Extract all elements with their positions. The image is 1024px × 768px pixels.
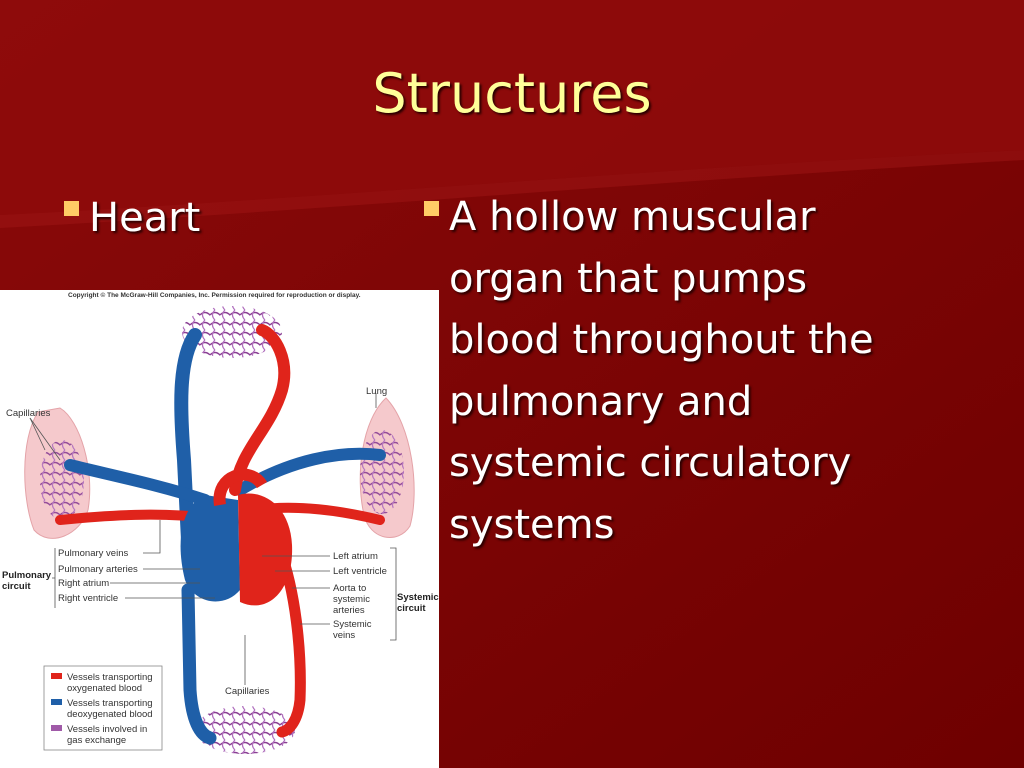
label-right-ventricle: Right ventricle: [58, 593, 118, 604]
left-lung-capillaries: [40, 440, 84, 520]
label-pulmonary-circuit-2: circuit: [2, 581, 31, 592]
label-systemic-circuit-1: Systemic: [397, 592, 439, 603]
legend-swatch-deoxygenated: [51, 699, 62, 705]
superior-vena-cava: [174, 328, 202, 547]
definition-line: blood throughout the: [449, 317, 874, 363]
circulation-diagram-svg: Copyright © The McGraw-Hill Companies, I…: [2, 291, 439, 754]
inferior-vena-cava: [181, 583, 217, 745]
heart-right-side: [180, 495, 240, 602]
label-right-atrium: Right atrium: [58, 578, 109, 589]
definition-line: pulmonary and: [449, 378, 753, 425]
right-lung-capillaries: [360, 430, 404, 514]
label-leader-lines: [29, 393, 397, 685]
slide-title: Structures: [372, 62, 652, 125]
label-systemic-veins-1: Systemic: [333, 619, 372, 630]
label-pulmonary-circuit-1: Pulmonary: [2, 570, 52, 581]
legend-swatch-oxygenated: [51, 673, 62, 679]
legend-text: deoxygenated blood: [67, 709, 153, 720]
bullet-text: Heart: [89, 195, 201, 241]
legend-swatch-gas-exchange: [51, 725, 62, 731]
label-aorta-2: systemic: [333, 594, 370, 605]
legend-text: oxygenated blood: [67, 683, 142, 694]
lower-capillary-bed: [195, 706, 295, 754]
label-lung: Lung: [366, 386, 387, 397]
aortic-arch: [213, 468, 268, 506]
copyright-notice: Copyright © The McGraw-Hill Companies, I…: [68, 291, 361, 299]
bullet-text: A hollow muscular organ that pumps blood…: [449, 187, 874, 556]
bullet-square-icon: [64, 201, 79, 216]
label-left-ventricle: Left ventricle: [333, 566, 387, 577]
legend-text: Vessels transporting: [67, 672, 153, 683]
pulmonary-artery-left: [64, 459, 211, 506]
upper-capillary-bed: [182, 306, 282, 358]
label-pulmonary-arteries: Pulmonary arteries: [58, 564, 138, 575]
bullet-heart: Heart: [64, 187, 200, 249]
heart-left-side: [238, 493, 293, 606]
aorta-up: [229, 324, 291, 496]
label-aorta-3: arteries: [333, 605, 365, 616]
label-capillaries-top: Capillaries: [6, 408, 51, 419]
label-aorta-1: Aorta to: [333, 583, 366, 594]
diagram-legend: Vessels transporting oxygenated blood Ve…: [43, 665, 163, 751]
label-left-atrium: Left atrium: [333, 551, 378, 562]
definition-line: systemic circulatory: [449, 440, 852, 486]
definition-line: A hollow muscular: [449, 194, 816, 240]
bullet-square-icon: [424, 201, 439, 216]
legend-text: gas exchange: [67, 735, 126, 746]
circulation-diagram: Copyright © The McGraw-Hill Companies, I…: [0, 290, 439, 768]
definition-line: systems: [449, 501, 615, 548]
legend-text: Vessels transporting: [67, 698, 153, 709]
label-capillaries-bottom: Capillaries: [225, 686, 270, 697]
definition-line: organ that pumps: [449, 255, 808, 302]
label-systemic-veins-2: veins: [333, 630, 355, 641]
label-systemic-circuit-2: circuit: [397, 603, 426, 614]
label-pulmonary-veins: Pulmonary veins: [58, 548, 128, 559]
legend-text: Vessels involved in: [67, 724, 147, 735]
bullet-definition: A hollow muscular organ that pumps blood…: [424, 187, 984, 556]
descending-aorta: [274, 544, 306, 738]
